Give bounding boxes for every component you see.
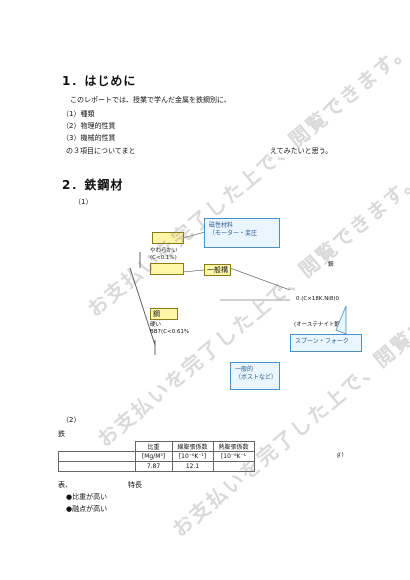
properties-table: 比重 線膨張係数 熱膨張係数 [Mg/M³] [10⁻⁶K⁻¹] [10⁻⁶K⁻… [58,441,255,472]
section-3-subheading: （2） [62,416,81,424]
value-cell: 12.1 [171,461,214,472]
bullet-item: ●融点が高い [66,505,108,513]
list-item: （3）機械的性質 [62,134,116,142]
callout-spoon-fork: スプーン・フォーク [290,334,362,352]
unit-cell: [Mg/M³] [134,451,173,462]
unit-cell: [10⁻⁶K⁻¹] [171,451,214,462]
soft-label: やわらかい [150,248,178,254]
callout-magnetic: 磁性材料 （モーター・変圧 [204,218,280,248]
soft-iron-box [152,232,184,244]
steel-box: 鋼 [150,308,178,320]
row-prefix: 鉄 [58,430,65,438]
hard-label: 硬い [150,322,162,328]
section-2-subheading: （1） [74,198,93,206]
table-trailing-fragment: ℊ) [336,452,344,458]
list-item: （1）種類 [62,110,95,118]
unit-cell: [10⁻⁶K⁻¹ [212,451,255,462]
section-2-heading: 2．鉄鋼材 [62,178,124,192]
header-cell: 線膨張係数 [171,441,214,452]
general-structural-box: 一般構 [204,264,231,276]
stainless-fragment: 0.(C×18K.Ni8)0 [296,296,339,302]
header-cell: 比重 [134,441,173,452]
callout-general-line1: 一般的 [235,366,254,373]
feature-title: 特長 [128,481,142,489]
soft-iron-label-box [150,263,184,275]
section-1-heading: 1．はじめに [62,74,137,88]
header-cell: 熱膨張係数 [212,441,255,452]
table-row: 7.87 12.1 [58,461,255,472]
table-row: [Mg/M³] [10⁻⁶K⁻¹] [10⁻⁶K⁻¹ [58,451,255,462]
feature-intro: 表、 [58,481,72,489]
closing-text-right: えてみたいと思う。 [270,147,333,155]
stainless-suffix: (オーステナイト鋼) [294,322,343,328]
right-fragment: 鋼 [328,262,334,268]
closing-text-left: の３項目についてまと [66,147,136,155]
callout-magnetic-line1: 磁性材料 [209,222,234,229]
soft-note: (C<0.1%) [150,255,177,261]
value-cell [212,461,255,472]
hard-note: BB7(C<0.61% [150,329,190,335]
table-row: 比重 線膨張係数 熱膨張係数 [58,441,255,452]
callout-general-line2: （ボストなど） [235,374,278,381]
list-item: （2）物理的性質 [62,122,116,130]
callout-general: 一般的 （ボストなど） [230,362,280,390]
value-cell: 7.87 [134,461,173,472]
bullet-item: ●比重が高い [66,493,108,501]
callout-magnetic-line2: （モーター・変圧 [209,230,258,237]
intro-text: このレポートでは、授業で学んだ金属を鉄鋼別に、 [70,96,231,104]
